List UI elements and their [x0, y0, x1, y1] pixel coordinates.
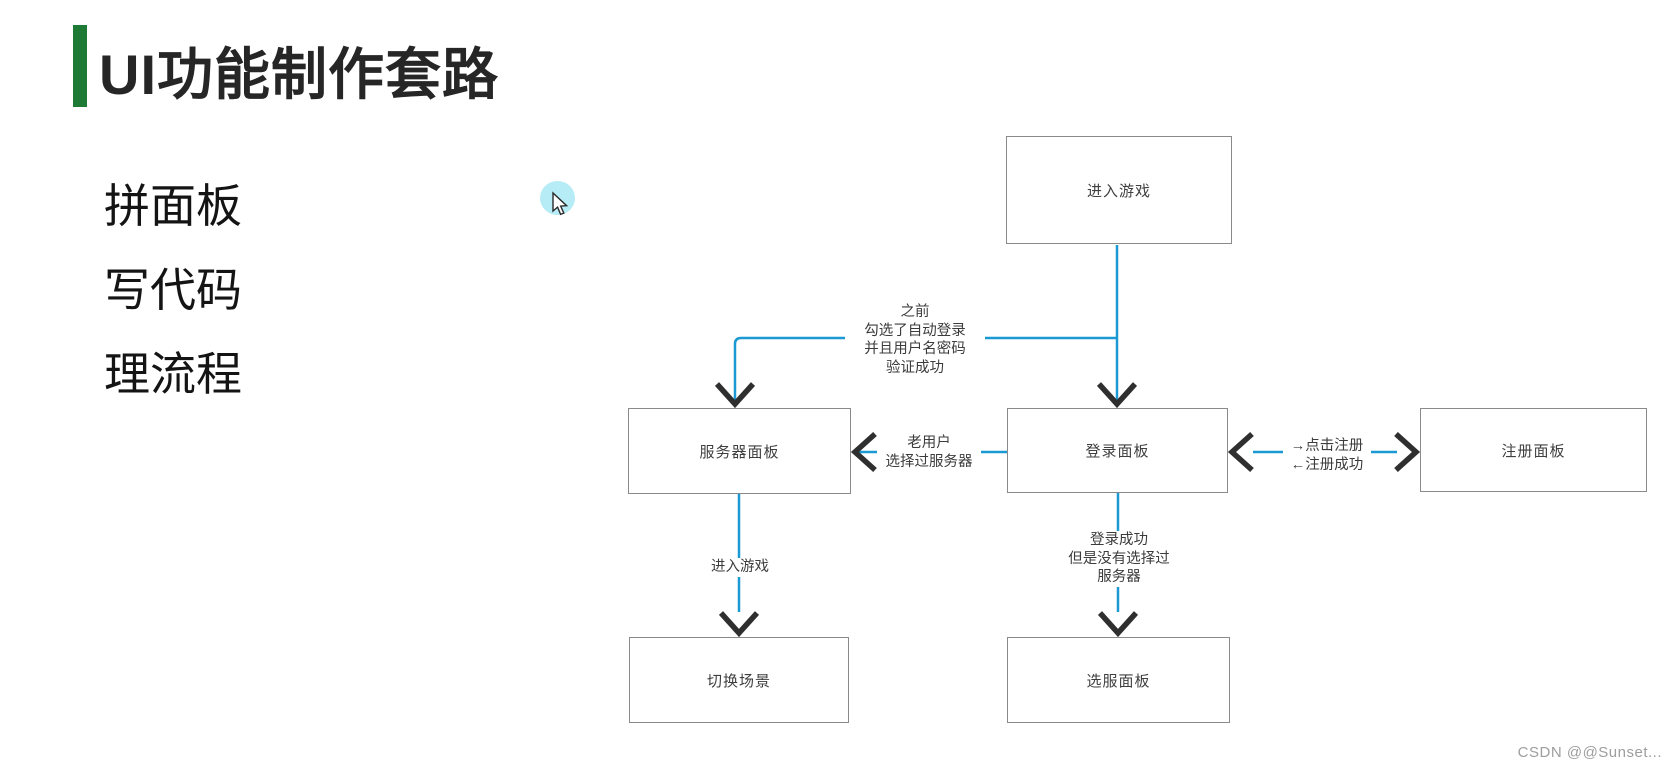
edge-label-line: 选择过服务器: [885, 453, 973, 470]
node-label: 选服面板: [1086, 672, 1151, 690]
watermark: CSDN @@Sunset...: [1517, 744, 1662, 761]
title-accent-bar: [73, 25, 87, 107]
arrowhead-down-select-server: [1097, 611, 1139, 638]
bullet-item: 写代码: [104, 264, 242, 316]
edge-label-line: ←注册成功: [1290, 456, 1364, 473]
edge-label-old-user: 老用户 选择过服务器: [877, 434, 981, 471]
edge-label-auto-login: 之前 勾选了自动登录 并且用户名密码 验证成功: [845, 303, 985, 377]
edge-label-login-success: 登录成功 但是没有选择过 服务器: [1062, 531, 1176, 587]
bullet-item: 拼面板: [104, 180, 242, 232]
edge-label-line: 进入游戏: [711, 559, 769, 575]
edge-label-line: 验证成功: [886, 359, 944, 376]
edge-label-line: →点击注册: [1290, 438, 1364, 454]
arrowhead-left-server-panel: [850, 431, 877, 473]
node-login-panel: 登录面板: [1007, 408, 1228, 493]
arrowhead-down-login-panel: [1096, 382, 1138, 409]
node-label: 服务器面板: [699, 443, 780, 461]
node-label: 登录面板: [1085, 443, 1150, 460]
edge-label-line: 登录成功: [1090, 532, 1148, 548]
node-label: 切换场景: [706, 672, 771, 690]
arrowhead-down-switch-scene: [718, 611, 760, 638]
page-title: UI功能制作套路: [99, 43, 499, 106]
node-enter-game: 进入游戏: [1006, 136, 1232, 244]
edge-label-line: 之前: [900, 304, 930, 320]
bullet-item: 理流程: [104, 348, 242, 400]
edge-label-line: 但是没有选择过: [1068, 550, 1170, 567]
node-select-server-panel: 选服面板: [1007, 637, 1230, 723]
edge-label-register: →点击注册 ←注册成功: [1283, 437, 1371, 474]
edge-label-line: 并且用户名密码: [864, 341, 966, 357]
node-server-panel: 服务器面板: [628, 408, 851, 494]
arrowhead-right-register-panel: [1394, 431, 1421, 473]
edge-label-enter-game: 进入游戏: [704, 558, 776, 577]
mouse-pointer-icon: [552, 191, 569, 216]
arrowhead-left-login-panel: [1227, 431, 1254, 473]
edge-label-line: 勾选了自动登录: [864, 322, 966, 339]
arrowhead-down-server-panel: [714, 382, 756, 409]
node-label: 进入游戏: [1086, 182, 1151, 200]
edge-label-line: 老用户: [907, 435, 951, 451]
edge-label-line: 服务器: [1097, 569, 1141, 585]
node-label: 注册面板: [1501, 442, 1566, 460]
node-switch-scene: 切换场景: [629, 637, 849, 723]
node-register-panel: 注册面板: [1420, 408, 1647, 492]
